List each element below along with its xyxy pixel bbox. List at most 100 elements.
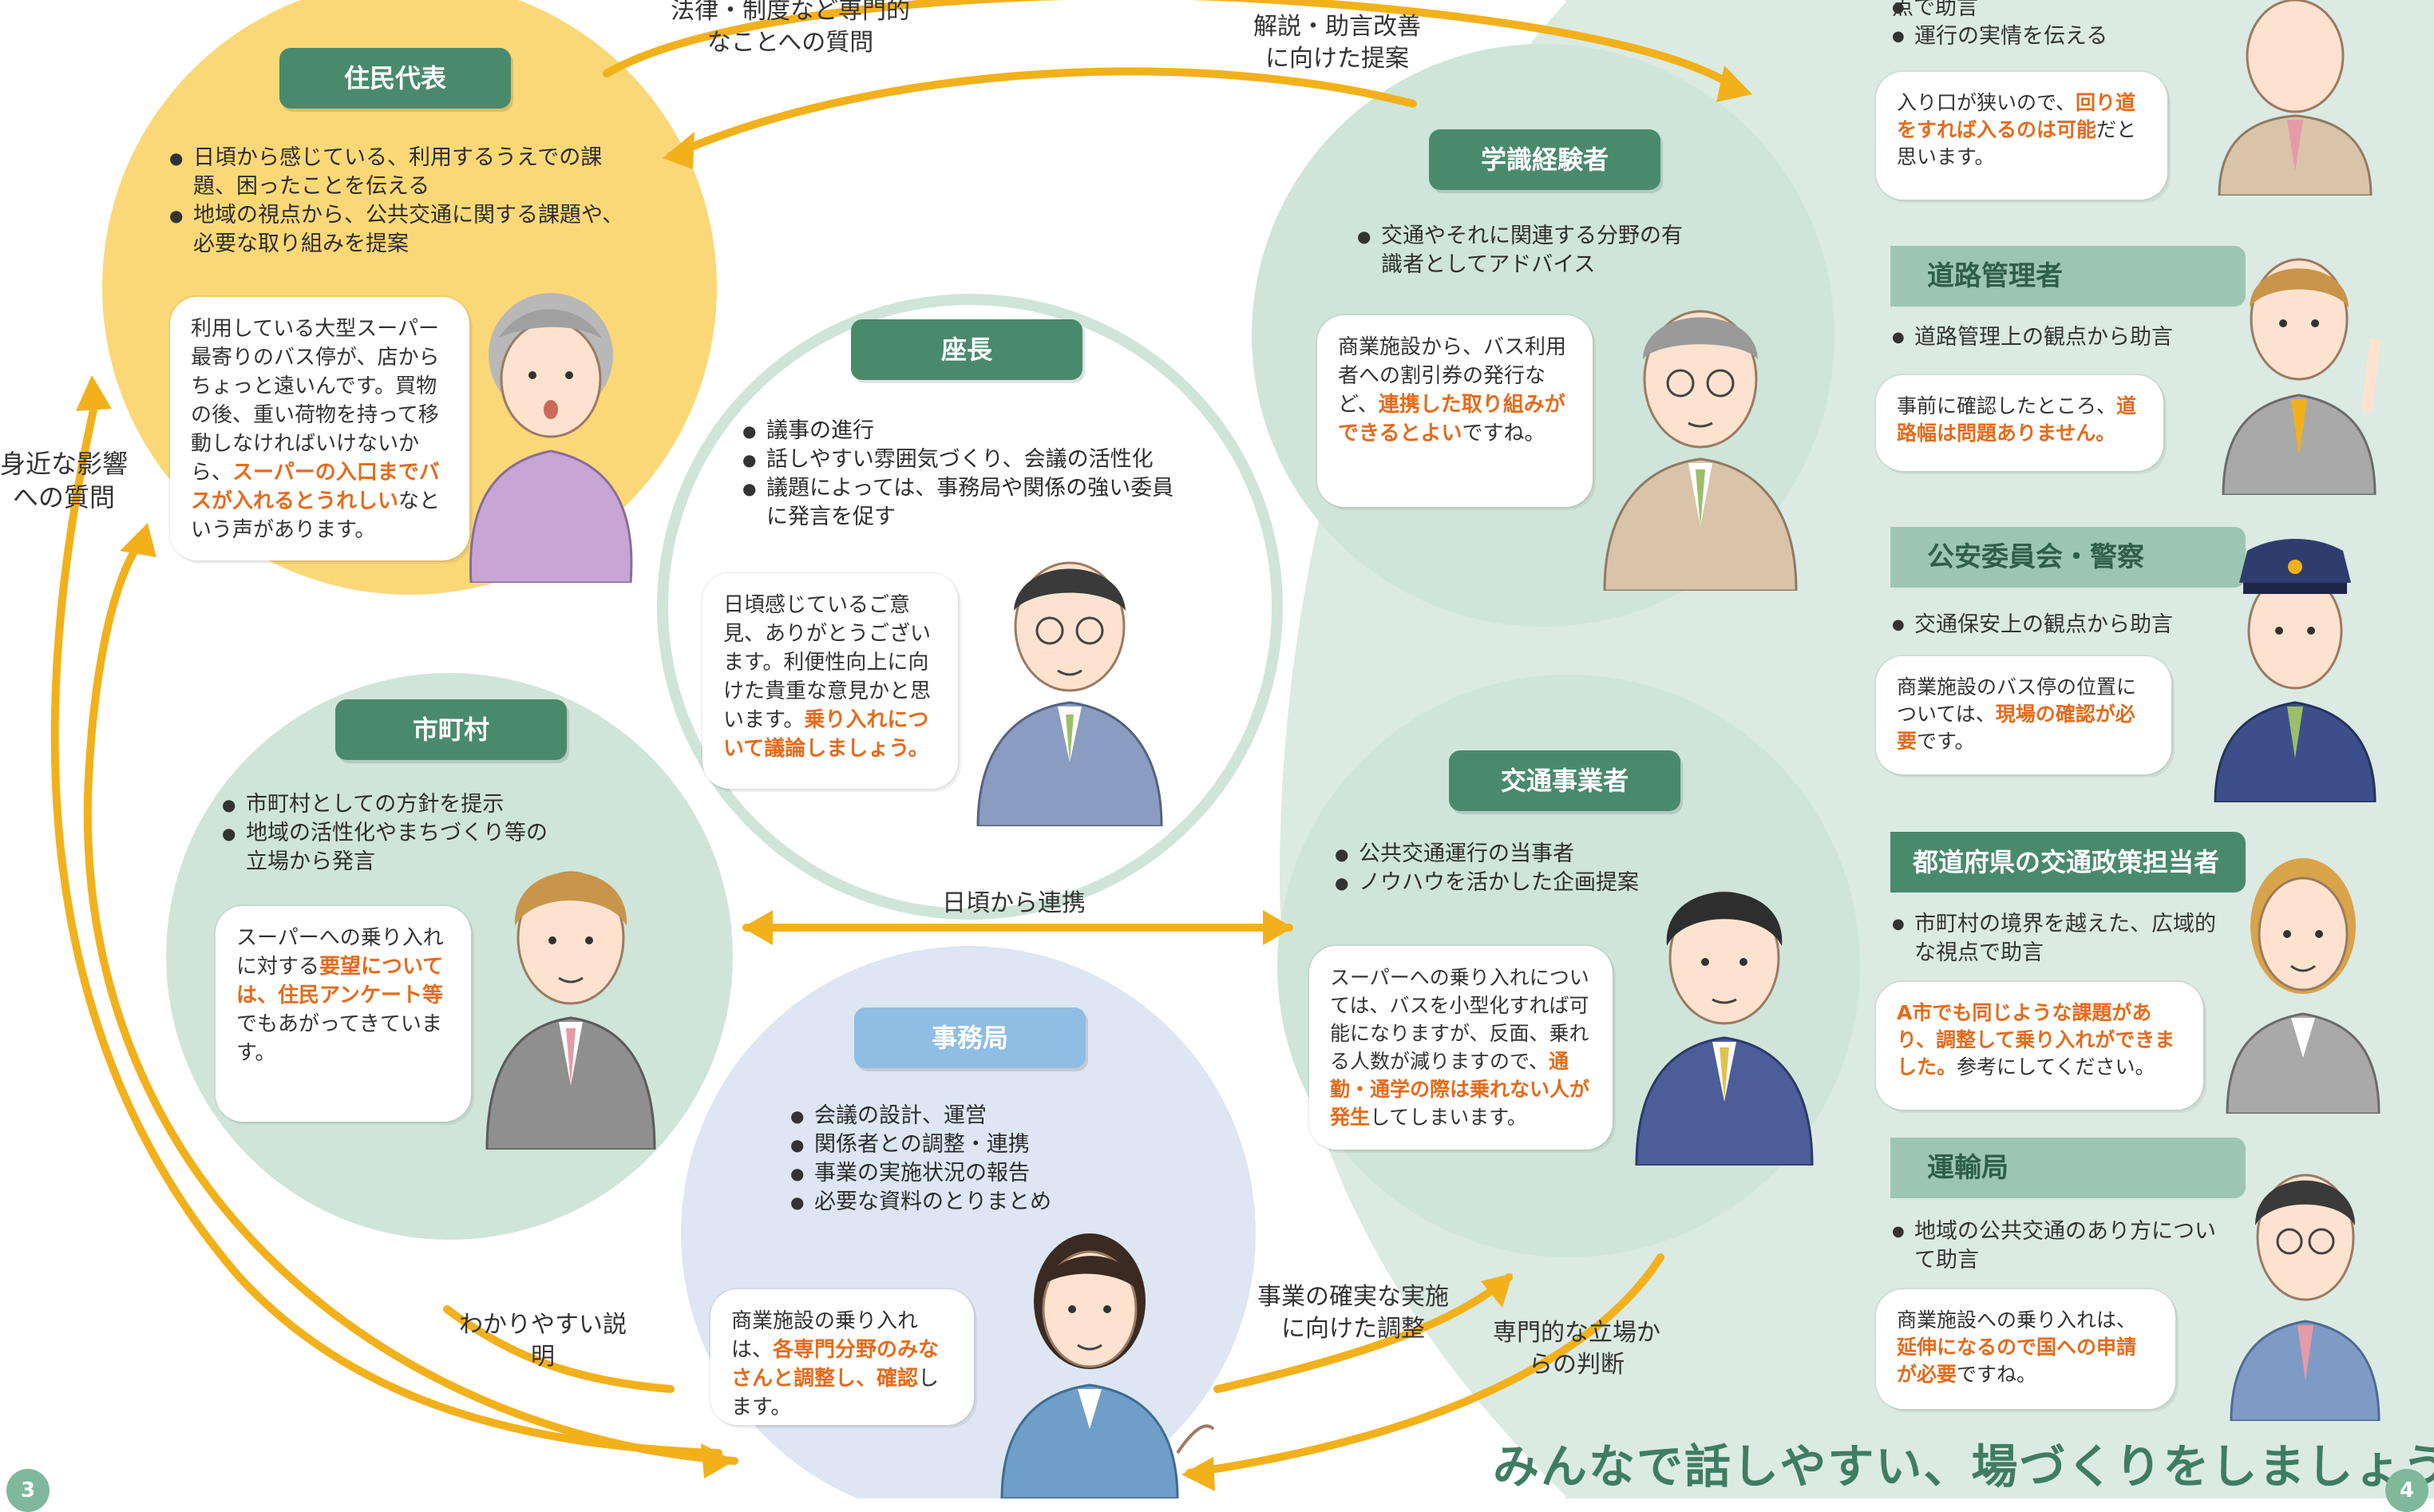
sidebar-road-manager-illustration: [2222, 258, 2381, 495]
chair-bullets: 議事の進行 話しやすい雰囲気づくり、会議の活性化 議題によっては、事務局や関係の…: [742, 417, 1189, 532]
sidebar-transport-bureau-illustration: [2230, 1174, 2381, 1421]
sidebar-item-4-title: 運輸局: [1890, 1138, 2246, 1198]
chair-bullet: 議題によっては、事務局や関係の強い委員に発言を促す: [742, 474, 1189, 532]
municipality-bullet: 地域の活性化やまちづくり等の立場から発言: [222, 819, 557, 877]
bubble-text: 商業施設のバス停の位置については、: [1897, 675, 2137, 726]
sidebar-item-1-title: 道路管理者: [1890, 246, 2246, 307]
bubble-highlight: 通勤・通学の際は乗れない人が発生: [1330, 1050, 1590, 1129]
page-number-left: 3: [6, 1469, 49, 1512]
arrow-label-implementation: 事業の確実な実施に向けた調整: [1257, 1283, 1449, 1343]
arrow-label-law-questions: 法律・制度など専門的なことへの質問: [671, 0, 910, 57]
municipality-man-illustration: [485, 871, 656, 1150]
footer-slogan: みんなで話しやすい、場づくりをしましょう: [1493, 1439, 2434, 1494]
bubble-highlight: 乗り入れについて議論しましょう。: [723, 708, 929, 761]
chair-bullet: 議事の進行: [742, 417, 1189, 445]
sidebar-item-0-bubble: 入り口が狭いので、回り道をすれば入るのは可能だと思います。: [1876, 72, 2167, 200]
secretariat-bullet: 会議の設計、運営: [790, 1102, 1126, 1130]
residents-bullets: 日頃から感じている、利用するうえでの課題、困ったことを伝える 地域の視点から、公…: [169, 144, 632, 259]
sidebar-item-1-bullets: 道路管理上の観点から助言: [1892, 323, 2227, 352]
operators-speech-bubble: スーパーへの乗り入れについては、バスを小型化すれば可能になりますが、反面、乗れる…: [1309, 946, 1613, 1150]
residents-speech-bubble: 利用している大型スーパー最寄りのバス停が、店からちょっと遠いんです。買物の後、重…: [170, 297, 469, 560]
residents-bullet: 地域の視点から、公共交通に関する課題や、必要な取り組みを提案: [169, 201, 632, 259]
municipality-bullet: 市町村としての方針を提示: [222, 790, 557, 819]
bubble-highlight: 延伸になるので国への申請が必要: [1897, 1336, 2137, 1386]
secretariat-woman-illustration: [1000, 1233, 1215, 1498]
secretariat-speech-bubble: 商業施設の乗り入れは、各専門分野のみなさんと調整し、確認します。: [710, 1289, 974, 1425]
bubble-text: なという声があります。: [191, 489, 441, 542]
bubble-text: 参考にしてください。: [1957, 1055, 2155, 1079]
experts-bullets: 交通やそれに関連する分野の有識者としてアドバイス: [1357, 222, 1692, 279]
arrow-label-local-questions: 身近な影響への質問: [0, 449, 129, 513]
page-number-right: 4: [2385, 1469, 2428, 1512]
sidebar-item-0-bullets: 点で助言 運行の実情を伝える: [1892, 0, 2211, 51]
bubble-text: 商業施設の乗り入れは、: [731, 1309, 919, 1362]
resident-woman-illustration: [469, 293, 633, 583]
operators-label: 交通事業者: [1449, 750, 1680, 811]
sidebar-item-4-bullets: 地域の公共交通のあり方について助言: [1892, 1217, 2219, 1275]
sidebar-bus-driver-illustration: [2218, 0, 2373, 196]
chair-man-illustration: [976, 561, 1163, 826]
sidebar-police-officer-illustration: [2214, 539, 2377, 802]
sidebar-bullet: 点で助言: [1892, 0, 2211, 22]
sidebar-item-4-bubble: 商業施設への乗り入れは、延伸になるので国への申請が必要ですね。: [1876, 1289, 2175, 1409]
bubble-highlight: 現場の確認が必要: [1897, 703, 2135, 753]
experts-label: 学識経験者: [1429, 129, 1660, 190]
sidebar-item-2-title: 公安委員会・警察: [1890, 527, 2246, 588]
sidebar-bullet: 交通保安上の観点から助言: [1892, 611, 2227, 639]
sidebar-prefecture-officer-illustration: [2226, 858, 2381, 1114]
bubble-text: 商業施設への乗り入れは、: [1897, 1308, 2137, 1332]
expert-man-illustration: [1603, 310, 1798, 591]
sidebar-item-3-bubble: A市でも同じような課題があり、調整して乗り入れができました。参考にしてください。: [1876, 982, 2203, 1110]
bubble-text: ですね。: [1957, 1363, 2037, 1386]
bubble-text: 商業施設から、バス利用者への割引券の発行など、: [1338, 335, 1567, 417]
sidebar-item-1-bubble: 事前に確認したところ、道路幅は問題ありません。: [1876, 375, 2163, 471]
sidebar-item-2-bubble: 商業施設のバス停の位置については、現場の確認が必要です。: [1876, 656, 2171, 774]
bubble-text: スーパーへの乗り入れに対する: [236, 926, 444, 979]
arrow-label-daily-cooperation: 日頃から連携: [942, 889, 1086, 917]
bubble-highlight: 各専門分野のみなさんと調整し、確認: [731, 1338, 940, 1391]
secretariat-bullet: 関係者との調整・連携: [790, 1130, 1126, 1159]
bubble-text: 利用している大型スーパー最寄りのバス停が、店からちょっと遠いんです。買物の後、重…: [191, 317, 440, 485]
operators-bullets: 公共交通運行の当事者 ノウハウを活かした企画提案: [1335, 840, 1670, 897]
bubble-highlight: スーパーの入口までバスが入れるとうれしい: [191, 461, 440, 513]
arrow-label-clear-explanation: わかりやすい説明: [459, 1311, 627, 1371]
sidebar-bullet: 地域の公共交通のあり方について助言: [1892, 1217, 2219, 1275]
bubble-text: 事前に確認したところ、: [1897, 394, 2117, 418]
municipality-speech-bubble: スーパーへの乗り入れに対する要望については、住民アンケート等でもあがってきていま…: [216, 906, 471, 1122]
bubble-text: ですね。: [1462, 422, 1545, 445]
sidebar-item-3-bullets: 市町村の境界を越えた、広域的な視点で助言: [1892, 910, 2219, 968]
experts-speech-bubble: 商業施設から、バス利用者への割引券の発行など、連携した取り組みができるとよいです…: [1317, 315, 1593, 507]
operators-bullet: 公共交通運行の当事者: [1335, 840, 1670, 869]
sidebar-bullet: 道路管理上の観点から助言: [1892, 323, 2227, 352]
experts-bullet: 交通やそれに関連する分野の有識者としてアドバイス: [1357, 222, 1692, 279]
operators-bullet: ノウハウを活かした企画提案: [1335, 869, 1670, 897]
secretariat-bullet: 必要な資料のとりまとめ: [790, 1188, 1126, 1217]
bubble-highlight: 道路幅は問題ありません。: [1897, 394, 2137, 445]
bubble-text: 入り口が狭いので、: [1897, 91, 2076, 114]
chair-speech-bubble: 日頃感じているご意見、ありがとうございます。利便性向上に向けた貴重な意見かと思い…: [702, 573, 958, 789]
residents-label: 住民代表: [279, 48, 511, 109]
arrow-label-expert-advice: 解説・助言改善に向けた提案: [1253, 13, 1421, 73]
sidebar-bullet: 市町村の境界を越えた、広域的な視点で助言: [1892, 910, 2219, 968]
bubble-text: です。: [1917, 730, 1975, 753]
secretariat-bullet: 事業の実施状況の報告: [790, 1159, 1126, 1188]
chair-label: 座長: [851, 319, 1082, 380]
sidebar-item-3-title: 都道府県の交通政策担当者: [1890, 832, 2246, 893]
bubble-text: してしまいます。: [1370, 1106, 1527, 1129]
chair-bullet: 話しやすい雰囲気づくり、会議の活性化: [742, 445, 1189, 474]
bubble-highlight: 回り道をすれば入るのは可能: [1897, 91, 2136, 141]
bubble-text: でもあがってきています。: [236, 1012, 442, 1065]
bubble-highlight: 要望については、住民アンケート等: [236, 955, 444, 1007]
bubble-text: スーパーへの乗り入れについては、バスを小型化すれば可能になりますが、反面、乗れる…: [1330, 966, 1589, 1073]
operator-man-illustration: [1635, 891, 1814, 1166]
arrow-label-expert-judgment: 専門的な立場からの判断: [1493, 1319, 1660, 1379]
municipality-label: 市町村: [335, 699, 567, 760]
bubble-text: だと思います。: [1897, 118, 2137, 168]
bubble-highlight: A市でも同じような課題があり、調整して乗り入れができました。: [1897, 1001, 2175, 1079]
municipality-bullets: 市町村としての方針を提示 地域の活性化やまちづくり等の立場から発言: [222, 790, 557, 877]
secretariat-label: 事務局: [854, 1007, 1086, 1068]
bubble-text: 日頃感じているご意見、ありがとうございます。利便性向上に向けた貴重な意見かと思い…: [723, 593, 932, 732]
bubble-text: します。: [731, 1367, 940, 1419]
bubble-highlight: 連携した取り組みができるとよい: [1338, 393, 1565, 445]
sidebar-bullet: 運行の実情を伝える: [1892, 22, 2211, 51]
